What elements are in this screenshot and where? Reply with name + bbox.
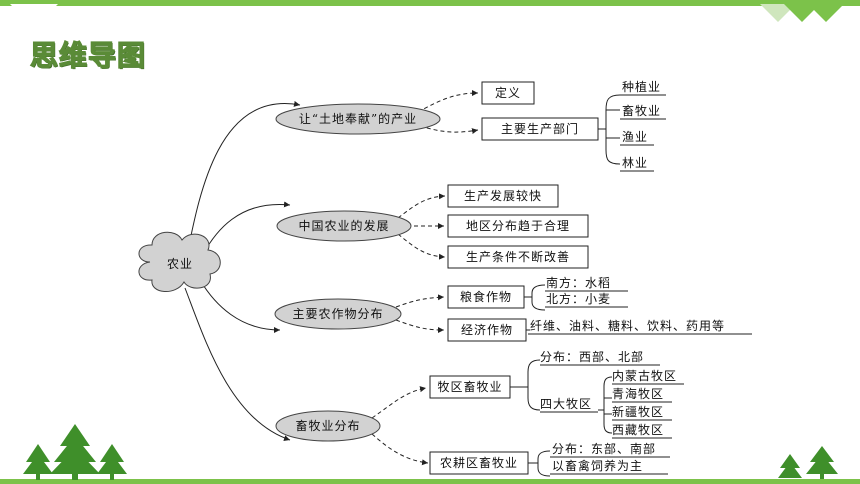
box-econ [447,318,527,342]
branch-label-4: 畜牧业分布 [295,418,360,433]
box-farming [429,451,529,475]
bracket-sectors [605,94,621,165]
chevron-decoration-left [10,4,58,18]
farming-dist: 分布：东部、南部 [552,441,656,456]
sector-2: 畜牧业 [622,103,661,118]
dash-line-dev-1 [397,193,446,219]
box-definition [481,81,535,105]
box-dev-1 [447,184,559,208]
chevron-decoration-right [760,4,844,22]
bracket-pastoral [527,359,541,411]
sector-3: 渔业 [622,130,648,144]
bottom-accent-bar [0,479,860,484]
box-grain-label: 粮食作物 [460,289,512,304]
dash-line-grain [395,294,445,308]
dash-line-econ [395,319,445,333]
box-sectors-label: 主要生产部门 [501,121,579,136]
box-pastoral [429,375,511,399]
bracket-regions [603,376,613,434]
branch-oval-3 [274,298,402,330]
branch-label-2: 中国农业的发展 [298,218,389,233]
dash-line-pastoral [371,386,427,419]
pastoral-dist: 分布：西部、北部 [540,349,644,364]
root-cloud [138,231,221,292]
branch-oval-1 [275,103,441,135]
top-accent-bar [0,0,860,6]
tree-icon-group-left [23,424,127,480]
box-dev-1-label: 生产发展较快 [464,188,542,203]
branch-oval-4 [275,410,381,442]
branch-label-3: 主要农作物分布 [292,307,383,321]
box-definition-label: 定义 [495,85,521,100]
sector-1: 种植业 [622,79,661,94]
box-dev-3-label: 生产条件不断改善 [466,249,570,264]
region-2: 青海牧区 [612,386,664,401]
box-dev-2-label: 地区分布趋于合理 [466,218,570,233]
box-dev-2 [447,214,589,238]
trunk-line-3 [199,279,281,333]
box-dev-3 [447,245,589,269]
dash-line-dev-3 [397,233,446,260]
trunk-line-1 [186,100,301,256]
box-pastoral-label: 牧区畜牧业 [437,379,502,394]
grain-south: 南方：水稻 [546,275,611,290]
dash-line-definition [417,90,479,113]
econ-items: 纤维、油料、糖料、饮料、药用等 [530,318,725,333]
box-sectors [481,117,599,141]
farming-feed: 以畜禽饲养为主 [552,458,643,473]
root-label: 农业 [167,257,193,271]
box-farming-label: 农耕区畜牧业 [440,455,518,470]
branch-oval-2 [276,210,412,242]
bracket-farming [537,450,551,477]
region-4: 西藏牧区 [612,423,664,437]
sector-4: 林业 [622,156,648,170]
tree-icon-group-right [778,446,838,479]
dash-line-sectors [419,125,479,134]
box-econ-label: 经济作物 [461,322,513,337]
box-grain [447,285,525,309]
region-1: 内蒙古牧区 [612,368,677,383]
bracket-grain [531,284,546,311]
branch-label-1: 让“土地奉献”的产业 [299,111,417,126]
trunk-line-4 [184,287,291,441]
grain-north: 北方：小麦 [546,291,611,306]
region-3: 新疆牧区 [612,404,664,419]
four-regions-label: 四大牧区 [540,397,592,411]
dash-line-farming [371,433,429,466]
page-title: 思维导图 [29,38,147,72]
